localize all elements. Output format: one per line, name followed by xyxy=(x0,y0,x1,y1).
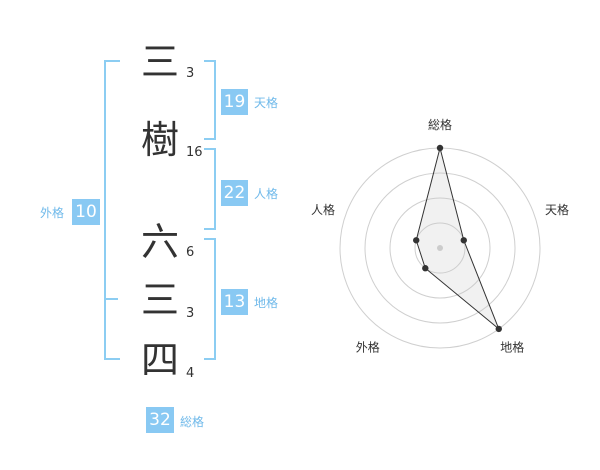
radar-data-polygon xyxy=(415,147,500,330)
gaikaku-label: 外格 xyxy=(40,206,65,220)
tenkaku-bracket xyxy=(204,60,216,140)
gaikaku-bracket-divider xyxy=(104,298,118,300)
stroke-count-4: 3 xyxy=(186,306,195,321)
radar-axis-label-2: 地格 xyxy=(500,340,524,355)
radar-axis-label-3: 外格 xyxy=(356,340,380,355)
jinkaku-bracket xyxy=(204,148,216,230)
gaikaku-value: 10 xyxy=(72,199,100,225)
chikaku-label: 地格 xyxy=(254,296,279,310)
soukaku-value: 32 xyxy=(146,407,174,433)
radar-axis-label-1: 天格 xyxy=(545,202,569,217)
name-char-4: 三 xyxy=(140,278,179,322)
radar-point-2 xyxy=(495,325,502,333)
gaikaku-bracket xyxy=(104,60,120,360)
tenkaku-label: 天格 xyxy=(254,96,279,110)
stroke-count-3: 6 xyxy=(186,245,195,260)
radar-center-dot xyxy=(437,245,443,251)
radar-point-1 xyxy=(460,237,467,244)
chikaku-value: 13 xyxy=(221,289,248,315)
name-char-5: 四 xyxy=(140,338,179,382)
name-char-3: 六 xyxy=(140,220,179,264)
radar-ring-1 xyxy=(414,222,466,274)
jinkaku-value: 22 xyxy=(221,180,248,206)
name-char-1: 三 xyxy=(140,40,179,84)
radar-axis-label-0: 総格 xyxy=(428,117,452,132)
tenkaku-value: 19 xyxy=(221,89,248,115)
radar-axis-label-4: 人格 xyxy=(311,202,335,217)
stroke-count-1: 3 xyxy=(186,66,195,81)
jinkaku-label: 人格 xyxy=(254,187,279,201)
chikaku-bracket xyxy=(204,238,216,360)
radar-point-3 xyxy=(422,265,429,272)
name-char-2: 樹 xyxy=(140,118,179,162)
radar-point-0 xyxy=(436,144,444,152)
radar-ring-3 xyxy=(364,172,516,324)
stroke-count-2: 16 xyxy=(186,145,203,160)
radar-point-4 xyxy=(413,237,420,244)
stroke-count-5: 4 xyxy=(186,366,195,381)
soukaku-label: 総格 xyxy=(180,415,205,429)
radar-ring-2 xyxy=(389,197,491,299)
